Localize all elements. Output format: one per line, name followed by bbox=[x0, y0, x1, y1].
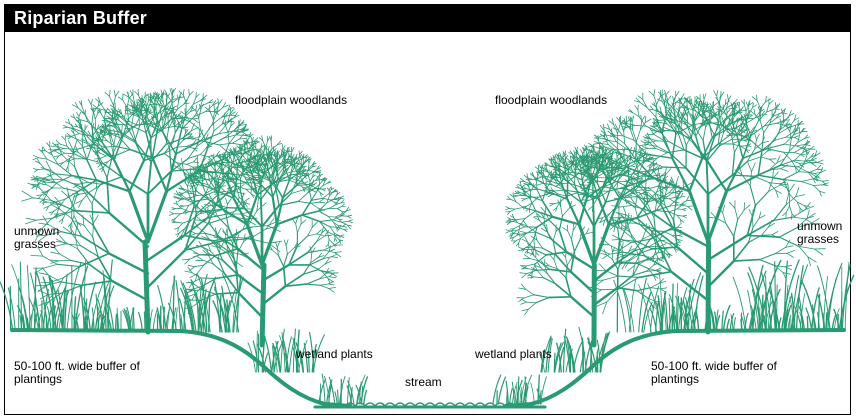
grass-icon-right-stream bbox=[492, 374, 547, 405]
label-buffer-left-1: 50-100 ft. wide buffer of bbox=[14, 359, 140, 373]
label-unmown-left-1: unmown bbox=[14, 224, 60, 238]
label-wetland-plants-left: wetland plants bbox=[296, 347, 373, 361]
tree-icon-right-small bbox=[505, 143, 694, 348]
grass-icon-left-fringe bbox=[17, 305, 184, 331]
label-unmown-left-2: grasses bbox=[14, 237, 57, 251]
grass-icon-left-mid bbox=[157, 273, 244, 333]
grass-icon-right-wetland bbox=[539, 326, 611, 373]
label-buffer-right-1: 50-100 ft. wide buffer of bbox=[651, 359, 777, 373]
diagram-title: Riparian Buffer bbox=[14, 8, 148, 28]
label-unmown-right-2: grasses bbox=[797, 232, 840, 246]
label-buffer-left-2: plantings bbox=[14, 372, 63, 386]
diagram-frame: Riparian Buffer bbox=[4, 4, 851, 415]
right-bank bbox=[504, 328, 846, 408]
grass-icon-left-edge bbox=[0, 259, 115, 331]
title-bar: Riparian Buffer bbox=[5, 5, 850, 32]
label-stream: stream bbox=[405, 375, 442, 389]
label-wetland-plants-right: wetland plants bbox=[475, 347, 552, 361]
stream-waves bbox=[344, 402, 516, 408]
label-floodplain-woodlands-right: floodplain woodlands bbox=[495, 93, 608, 107]
grass-icon-left-stream bbox=[318, 373, 369, 405]
label-unmown-right-1: unmown bbox=[797, 219, 843, 233]
grass-icon-left-wetland bbox=[247, 328, 325, 373]
label-buffer-right-2: plantings bbox=[651, 372, 700, 386]
grass-icon-right-mid bbox=[613, 272, 704, 333]
label-floodplain-woodlands-left: floodplain woodlands bbox=[235, 93, 348, 107]
tree-icon-left-small bbox=[168, 135, 353, 348]
grass-icon-right-fringe bbox=[671, 304, 840, 331]
